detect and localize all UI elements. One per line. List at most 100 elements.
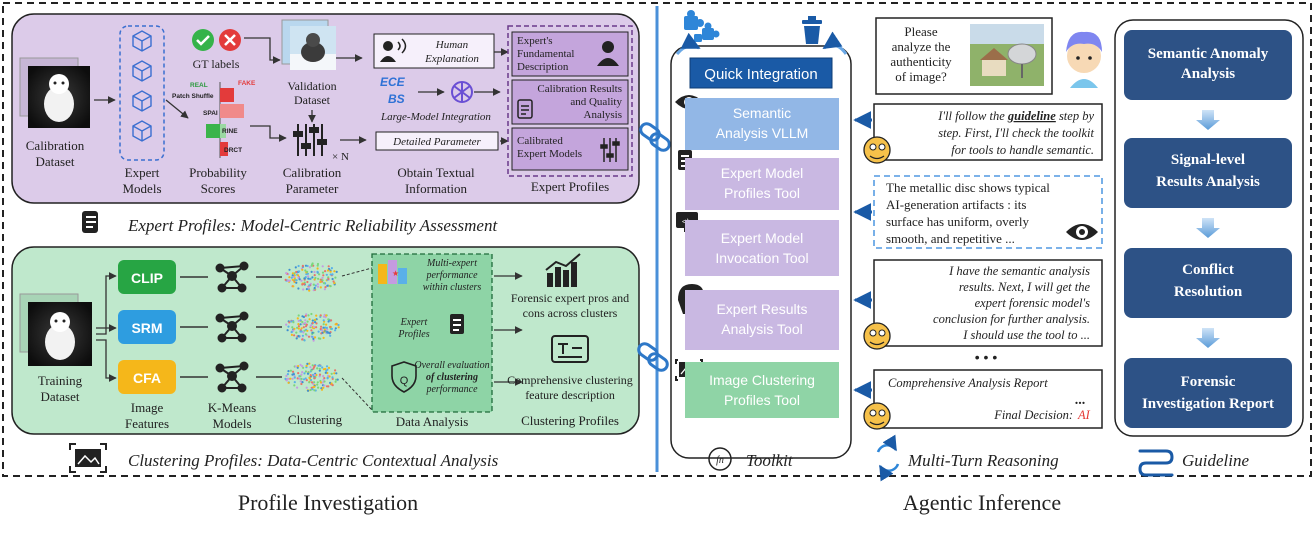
scatter-point [302, 378, 306, 381]
agent-mascot-icon-1 [863, 136, 891, 164]
scatter-point [297, 372, 300, 375]
scatter-point [302, 315, 305, 319]
report-bubble [873, 369, 1103, 429]
guideline-arrow-2 [1196, 218, 1220, 238]
scatter-point [325, 323, 328, 326]
scatter-point [297, 287, 300, 290]
scatter-point [318, 375, 321, 378]
scatter-point [314, 276, 317, 280]
expert-profiles-title: Expert Profiles: Model-Centric Reliabili… [127, 216, 498, 235]
scatter-point [290, 331, 293, 334]
scatter-point [321, 331, 324, 334]
scatter-point [308, 381, 311, 384]
scatter-point [313, 364, 316, 367]
bar-cluster-icon: ★ [378, 260, 407, 284]
scatter-point [305, 323, 308, 326]
kmeans-network-icons [215, 261, 249, 393]
detailed-parameter-box [375, 131, 499, 151]
scatter-point [313, 373, 316, 377]
scatter-point [317, 386, 320, 389]
scatter-point [319, 280, 322, 284]
scatter-point [288, 268, 291, 271]
scatter-point [329, 325, 332, 329]
scatter-point [316, 283, 319, 286]
scatter-point [330, 372, 333, 375]
svg-text:REAL: REAL [190, 82, 208, 89]
scatter-point [323, 377, 326, 380]
eye-icon-observation [1066, 224, 1098, 240]
svg-text:SPAI: SPAI [203, 110, 218, 117]
quick-integration-button[interactable]: Quick Integration [689, 57, 833, 89]
scatter-point [313, 377, 316, 380]
svg-text:SRM: SRM [131, 320, 162, 336]
scatter-point [304, 319, 307, 322]
scatter-point [303, 329, 306, 332]
scatter-point [319, 327, 322, 331]
scatter-point [297, 365, 300, 368]
scatter-point [305, 313, 308, 316]
guideline-arrow-1 [1196, 110, 1220, 130]
scatter-point [311, 388, 314, 391]
scatter-point [306, 320, 309, 323]
slider-icon [293, 124, 327, 156]
scatter-point [292, 275, 296, 278]
scatter-point [334, 329, 337, 332]
scatter-point [285, 379, 288, 382]
scatter-point [334, 380, 337, 383]
scatter-point [310, 312, 313, 316]
scatter-point [300, 378, 303, 381]
scatter-point [313, 336, 317, 339]
svg-text:fn: fn [716, 455, 724, 466]
scatter-point [291, 370, 295, 373]
scatter-point [323, 384, 326, 387]
large-model-integration-label: Large-Model Integration [380, 111, 491, 123]
scatter-point [319, 278, 322, 281]
scatter-point [295, 279, 298, 282]
reasoning-ellipsis: • • • [975, 349, 998, 365]
scatter-point [299, 363, 302, 366]
scatter-point [327, 320, 330, 323]
expert-model-cube-icons [132, 30, 152, 142]
scatter-point [297, 276, 300, 279]
scatter-point [302, 288, 305, 291]
scatter-point [312, 337, 315, 340]
scatter-point [301, 321, 304, 324]
scatter-point [301, 371, 304, 374]
arrow-scores-to-calibration [250, 125, 287, 142]
scatter-point [319, 337, 322, 340]
profile-box-calibrated-models [511, 127, 629, 171]
scatter-point [311, 331, 314, 334]
scatter-point [295, 281, 298, 284]
route-icon [1138, 449, 1174, 477]
scatter-point [299, 375, 302, 378]
scatter-point [325, 385, 329, 388]
scatter-point [322, 386, 325, 389]
scatter-point [315, 326, 318, 329]
scatter-point [311, 335, 314, 338]
scatter-point [302, 366, 305, 369]
scatter-point [319, 381, 322, 384]
scatter-point [323, 380, 326, 383]
scatter-point [301, 264, 304, 267]
scatter-point [335, 270, 338, 273]
scatter-point [293, 384, 296, 387]
scatter-point [312, 373, 315, 376]
scatter-point [290, 320, 293, 323]
gt-labels-text: GT labels [193, 57, 240, 71]
scatter-point [294, 365, 297, 368]
scatter-point [325, 365, 329, 368]
scatter-point [291, 274, 294, 277]
scatter-point [312, 325, 315, 328]
